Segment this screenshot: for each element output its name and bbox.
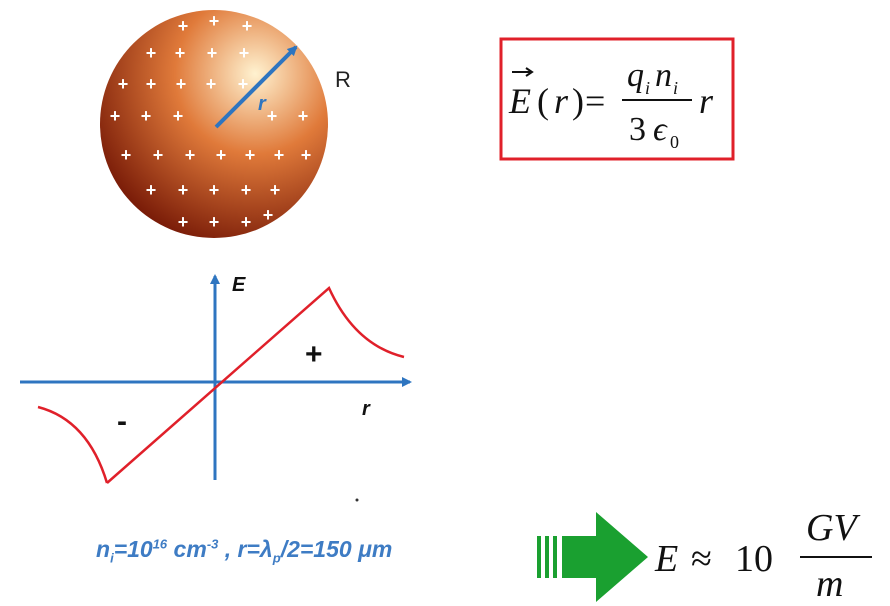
plus-charge-icon: + xyxy=(176,74,187,94)
plus-charge-icon: + xyxy=(238,74,249,94)
plus-charge-icon: + xyxy=(209,212,220,232)
plus-charge-icon: + xyxy=(239,43,250,63)
r-rest: /2=150 μm xyxy=(281,536,393,562)
plus-charge-icon: + xyxy=(141,106,152,126)
n-unit-exp: -3 xyxy=(207,536,219,551)
plus-charge-icon: + xyxy=(267,106,278,126)
r-part: , r=λ xyxy=(218,536,272,562)
y-axis-label: E xyxy=(232,274,246,296)
formula-n-sub: i xyxy=(673,78,678,98)
formula-trailing-r: r xyxy=(699,81,714,121)
result-formula: E ≈ 10 GV m xyxy=(654,507,872,605)
plus-charge-icon: + xyxy=(118,74,129,94)
plus-charge-icon: + xyxy=(241,180,252,200)
formula-equals: = xyxy=(585,81,605,121)
plus-charge-icon: + xyxy=(216,145,227,165)
plus-charge-icon: + xyxy=(178,212,189,232)
field-formula: E ( r ) = q i n i 3 ϵ 0 r xyxy=(501,39,733,159)
plus-charge-icon: + xyxy=(206,74,217,94)
plus-charge-icon: + xyxy=(245,145,256,165)
field-graph: E r + - xyxy=(20,274,410,483)
formula-q-sub: i xyxy=(645,78,650,98)
stray-dot xyxy=(356,499,359,502)
formula-n: n xyxy=(655,57,672,94)
r-sub: p xyxy=(273,551,281,566)
plus-charge-icon: + xyxy=(263,205,274,225)
plus-charge-icon: + xyxy=(178,16,189,36)
x-axis-label: r xyxy=(362,398,371,420)
field-curve xyxy=(107,288,404,483)
negative-region-label: - xyxy=(117,405,127,438)
plus-charge-icon: + xyxy=(173,106,184,126)
plus-charge-icon: + xyxy=(241,212,252,232)
n-exp: 16 xyxy=(153,536,167,551)
result-lhs: E xyxy=(654,538,678,580)
arrow-bar-3 xyxy=(553,536,557,578)
formula-lhs-arg: r xyxy=(554,81,569,121)
result-denominator: m xyxy=(816,563,843,605)
positive-region-label: + xyxy=(305,338,323,371)
plus-charge-icon: + xyxy=(146,43,157,63)
formula-close-paren: ) xyxy=(572,81,584,121)
green-arrow-icon xyxy=(562,512,648,602)
plus-charge-icon: + xyxy=(209,11,220,31)
arrow-bar-1 xyxy=(537,536,541,578)
radius-label: R xyxy=(335,67,351,92)
n-symbol: n xyxy=(96,536,110,562)
plus-charge-icon: + xyxy=(301,145,312,165)
plus-charge-icon: + xyxy=(274,145,285,165)
formula-open-paren: ( xyxy=(537,81,549,121)
plus-charge-icon: + xyxy=(146,74,157,94)
plus-charge-icon: + xyxy=(110,106,121,126)
formula-epsilon: ϵ xyxy=(653,111,668,148)
plus-charge-icon: + xyxy=(207,43,218,63)
field-curve-negative-tail xyxy=(38,407,107,483)
plus-charge-icon: + xyxy=(121,145,132,165)
plus-charge-icon: + xyxy=(146,180,157,200)
plus-charge-icon: + xyxy=(270,180,281,200)
plus-charge-icon: + xyxy=(185,145,196,165)
arrow-bar-2 xyxy=(545,536,549,578)
result-value: 10 xyxy=(735,538,773,580)
plus-charge-icon: + xyxy=(298,106,309,126)
implies-arrow xyxy=(537,512,648,602)
plus-charge-icon: + xyxy=(153,145,164,165)
n-eq: =10 xyxy=(114,536,153,562)
formula-denominator: 3 xyxy=(629,111,646,148)
result-numerator: GV xyxy=(806,507,860,549)
plus-charge-icon: + xyxy=(209,180,220,200)
formula-q: q xyxy=(627,57,644,94)
plus-charge-icon: + xyxy=(242,16,253,36)
formula-lhs: E xyxy=(508,81,531,121)
result-approx: ≈ xyxy=(691,538,712,580)
plus-charge-icon: + xyxy=(175,43,186,63)
charged-sphere: + + + + + + + + + + + + + + + + + + + + + + + + + + + + + + + + + r R xyxy=(100,10,351,238)
radial-label: r xyxy=(258,93,267,115)
plus-charge-icon: + xyxy=(178,180,189,200)
formula-epsilon-sub: 0 xyxy=(670,132,679,152)
conditions-text: ni=1016 cm-3 , r=λp/2=150 μm xyxy=(96,536,516,576)
n-unit: cm xyxy=(167,536,207,562)
